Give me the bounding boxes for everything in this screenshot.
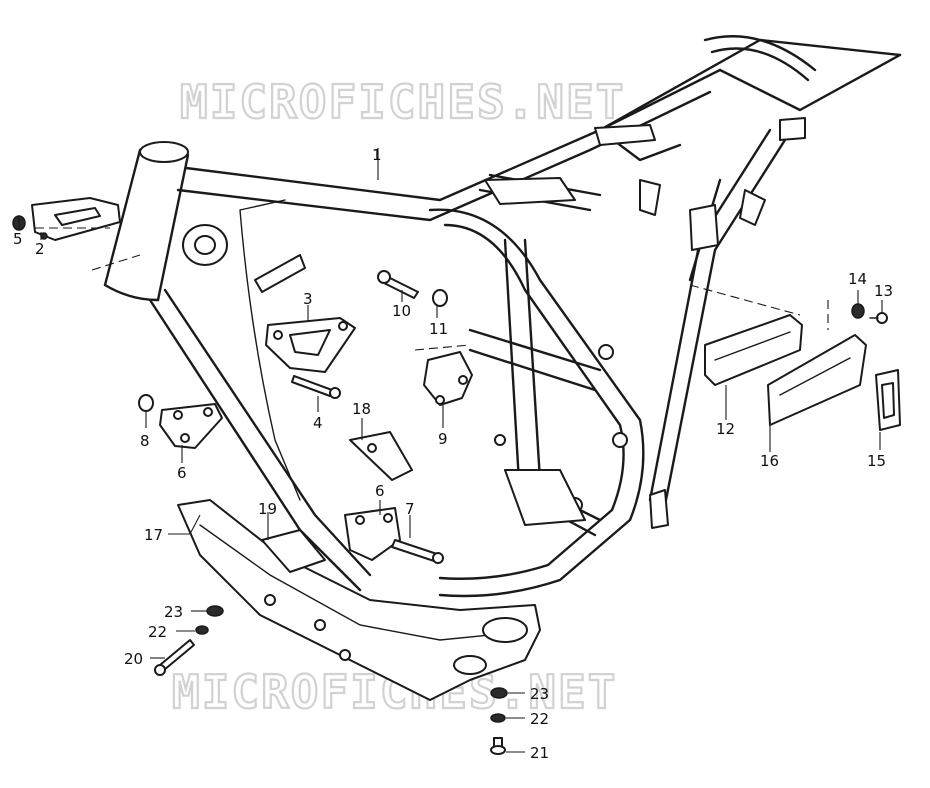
washer-22-right[interactable] bbox=[490, 713, 506, 723]
skid-plate-17[interactable] bbox=[177, 499, 541, 701]
bracket-19[interactable] bbox=[261, 529, 326, 573]
strap-15[interactable] bbox=[875, 369, 901, 431]
bolt-13[interactable] bbox=[869, 312, 888, 324]
callout-12: 12 bbox=[716, 420, 735, 438]
engine-hanger-3[interactable] bbox=[265, 317, 356, 373]
hanger-plate-6-left[interactable] bbox=[159, 403, 223, 449]
callout-16: 16 bbox=[760, 452, 779, 470]
callout-6-left: 6 bbox=[177, 464, 187, 482]
callout-23-left: 23 bbox=[164, 603, 183, 621]
callout-6-right: 6 bbox=[375, 482, 385, 500]
washer-23-right[interactable] bbox=[490, 687, 508, 699]
callout-19: 19 bbox=[258, 500, 277, 518]
callouts: 1 2 3 4 5 6 6 7 8 9 10 11 12 13 14 15 16… bbox=[13, 146, 893, 762]
callout-8: 8 bbox=[140, 432, 150, 450]
washer-14[interactable] bbox=[851, 303, 865, 319]
callout-9: 9 bbox=[438, 430, 448, 448]
gusset-plate-2[interactable] bbox=[31, 197, 121, 241]
callout-20: 20 bbox=[124, 650, 143, 668]
hanger-plate-6-right[interactable] bbox=[344, 507, 401, 561]
callout-7: 7 bbox=[405, 500, 415, 518]
callout-21: 21 bbox=[530, 744, 549, 762]
main-frame[interactable] bbox=[103, 35, 902, 598]
callout-22-right: 22 bbox=[530, 710, 549, 728]
callout-11: 11 bbox=[429, 320, 448, 338]
washer-22-left[interactable] bbox=[195, 625, 209, 635]
nut-8[interactable] bbox=[138, 394, 154, 412]
callout-4: 4 bbox=[313, 414, 323, 432]
callout-10: 10 bbox=[392, 302, 411, 320]
callout-23-right: 23 bbox=[530, 685, 549, 703]
callout-15: 15 bbox=[867, 452, 886, 470]
plate-9[interactable] bbox=[423, 351, 473, 406]
bolt-4[interactable] bbox=[291, 375, 341, 399]
bolt-10[interactable] bbox=[377, 270, 419, 299]
watermark-top: MICROFICHES.NET bbox=[180, 75, 625, 129]
callout-22-left: 22 bbox=[148, 623, 167, 641]
callout-1: 1 bbox=[372, 146, 382, 164]
washer-23-left[interactable] bbox=[206, 605, 224, 617]
callout-3: 3 bbox=[303, 290, 313, 308]
callout-17: 17 bbox=[144, 526, 163, 544]
callout-14: 14 bbox=[848, 270, 867, 288]
callout-5: 5 bbox=[13, 230, 23, 248]
bolt-7[interactable] bbox=[391, 539, 444, 564]
leader-lines bbox=[18, 148, 883, 753]
callout-2: 2 bbox=[35, 240, 45, 258]
bolt-21[interactable] bbox=[490, 737, 506, 755]
cover-12[interactable] bbox=[704, 314, 803, 386]
callout-13: 13 bbox=[874, 282, 893, 300]
nut-11[interactable] bbox=[432, 289, 448, 307]
cover-16[interactable] bbox=[767, 334, 867, 426]
bracket-18[interactable] bbox=[349, 431, 413, 481]
callout-18: 18 bbox=[352, 400, 371, 418]
bolt-20[interactable] bbox=[154, 639, 195, 676]
